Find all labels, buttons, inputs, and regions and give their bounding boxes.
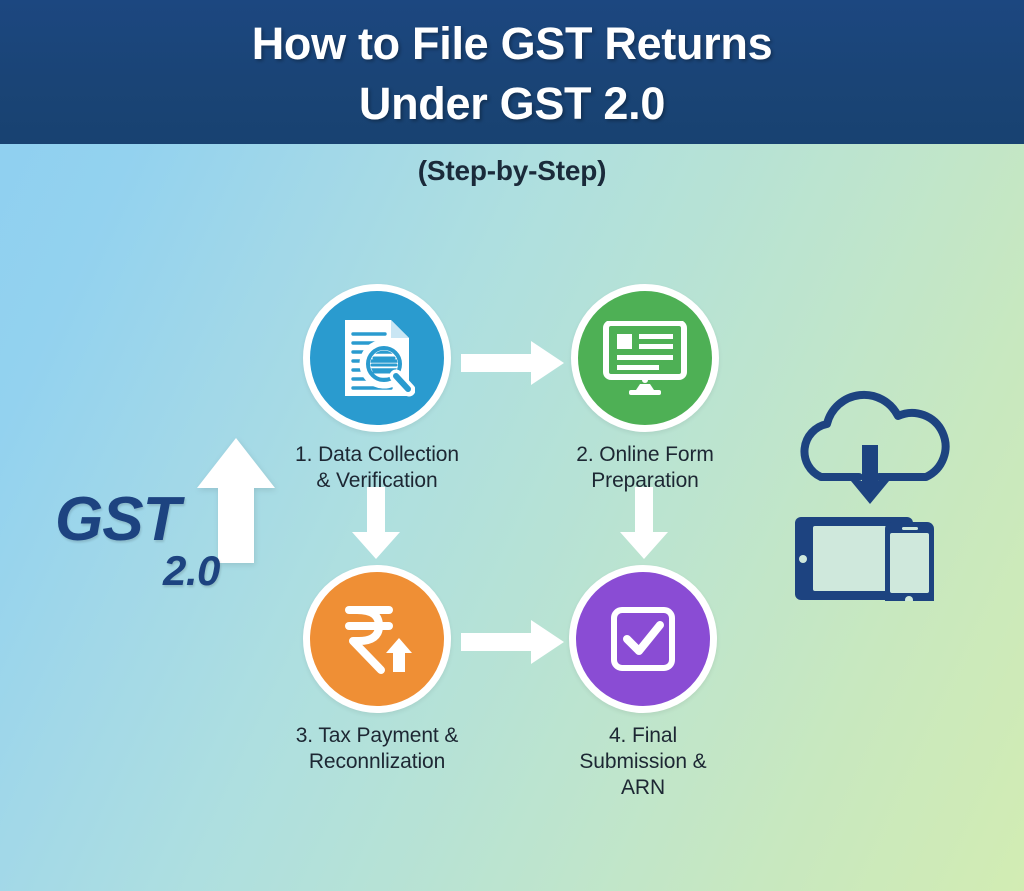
arrow-step3-to-step4 [461, 620, 564, 669]
step-1-label: 1. Data Collection & Verification [267, 442, 487, 494]
up-arrow-icon [197, 438, 275, 568]
step-3-circle[interactable] [303, 565, 451, 713]
step-item-1[interactable]: 1. Data Collection & Verification [267, 284, 487, 494]
step-3-label-line-2: Reconnlization [308, 750, 446, 773]
step-4-label: 4. Final Submission & ARN [533, 723, 753, 801]
step-3-circle-wrap [303, 565, 451, 713]
step-1-circle-wrap [303, 284, 451, 432]
page-title-line-2: Under GST 2.0 [358, 78, 666, 129]
step-4-circle[interactable] [569, 565, 717, 713]
monitor-form-icon [603, 321, 687, 395]
arrow-step1-to-step2 [461, 341, 564, 390]
smartphone-icon [885, 522, 934, 608]
step-item-4[interactable]: 4. Final Submission & ARN [533, 565, 753, 801]
step-2-circle-wrap [571, 284, 719, 432]
document-magnifier-icon [339, 318, 415, 398]
step-4-label-line-2: Submission & [579, 750, 707, 773]
step-3-label: 3. Tax Payment & Reconnlization [267, 723, 487, 775]
step-2-label: 2. Online Form Preparation [535, 442, 755, 494]
arrow-step1-to-step3 [352, 487, 400, 564]
step-1-label-line-2: & Verification [316, 469, 438, 492]
arrow-step2-to-step4 [620, 487, 668, 564]
checkbox-check-icon [610, 606, 676, 672]
step-1-circle[interactable] [303, 284, 451, 432]
step-2-label-line-1: 2. Online Form [576, 443, 714, 466]
cloud-download-devices-icon [789, 389, 964, 608]
step-2-label-line-2: Preparation [591, 469, 699, 492]
down-arrow-icon [851, 445, 889, 504]
gst-logo-version: 2.0 [163, 547, 220, 594]
page-title-line-1: How to File GST Returns [251, 18, 773, 69]
header-band [0, 0, 1024, 144]
step-item-3[interactable]: 3. Tax Payment & Reconnlization [267, 565, 487, 775]
cloud-icon [800, 390, 950, 481]
tablet-icon [795, 517, 913, 600]
page-subtitle: (Step-by-Step) [417, 155, 607, 186]
gst-logo: GST 2.0 [55, 438, 285, 608]
step-4-label-line-1: 4. Final [608, 724, 678, 747]
small-up-arrow [386, 638, 412, 672]
step-3-label-line-1: 3. Tax Payment & [295, 724, 459, 747]
step-item-2[interactable]: 2. Online Form Preparation [535, 284, 755, 494]
rupee-up-arrow-icon [337, 600, 417, 678]
step-1-label-line-1: 1. Data Collection [295, 443, 459, 466]
step-4-label-line-3: ARN [620, 776, 666, 799]
step-2-circle[interactable] [571, 284, 719, 432]
step-4-circle-wrap [569, 565, 717, 713]
gst-logo-word: GST [55, 485, 180, 554]
page-title: How to File GST Returns Under GST 2.0 [0, 14, 1024, 134]
